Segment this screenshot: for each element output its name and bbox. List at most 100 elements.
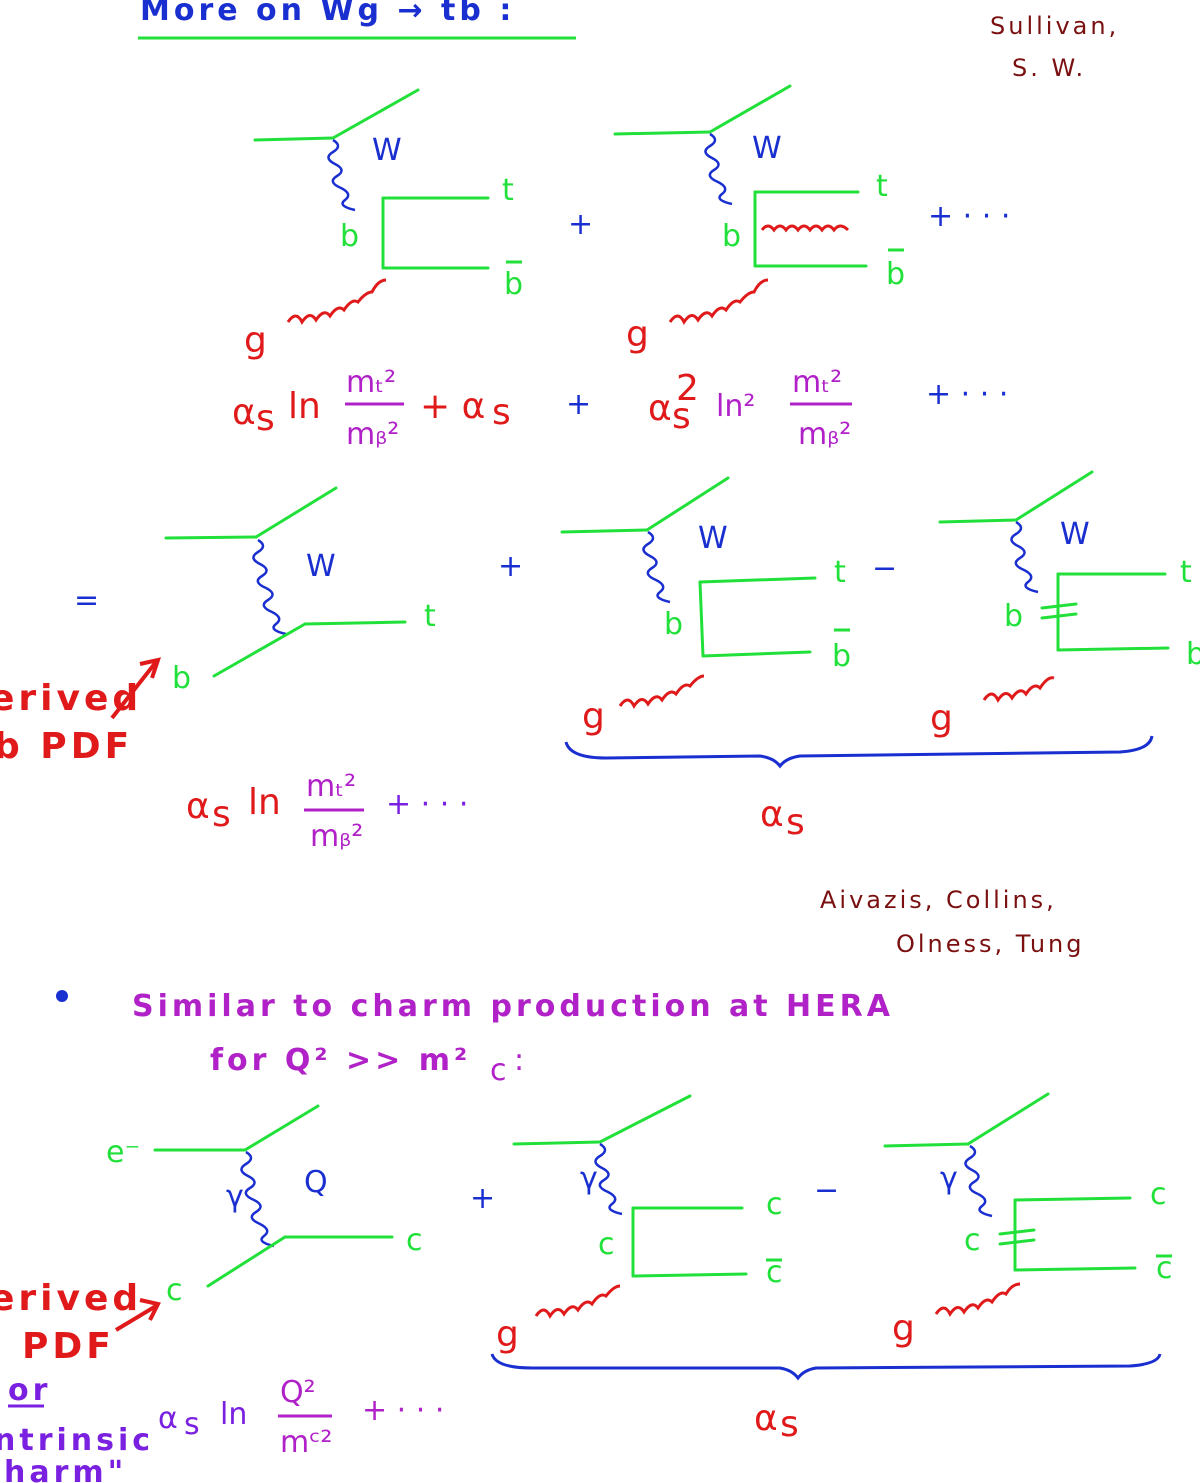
- svg-text:s: s: [780, 1404, 799, 1445]
- side-note-c-line5: harm": [4, 1455, 127, 1483]
- svg-text:g: g: [496, 1314, 519, 1355]
- svg-text:b: b: [172, 661, 191, 696]
- svg-text:g: g: [930, 698, 953, 739]
- svg-text:b: b: [832, 639, 851, 674]
- svg-text:s: s: [492, 392, 511, 433]
- label-g: g: [244, 320, 267, 361]
- svg-text:W: W: [752, 131, 782, 166]
- svg-text:α: α: [648, 388, 672, 429]
- svg-text:mᵦ²: mᵦ²: [798, 417, 851, 452]
- svg-text:g: g: [626, 314, 649, 355]
- diagram-r2-c: W t b b g: [930, 470, 1200, 739]
- svg-text:b: b: [886, 257, 905, 292]
- svg-text:+ · · ·: + · · ·: [362, 1393, 444, 1428]
- svg-text:c: c: [166, 1273, 183, 1308]
- svg-text:t: t: [834, 555, 846, 590]
- svg-text:mₜ²: mₜ²: [346, 365, 396, 400]
- svg-text:t: t: [876, 169, 888, 204]
- bullet-text: Similar to charm production at HERA: [132, 989, 894, 1024]
- svg-text:γ: γ: [226, 1179, 244, 1214]
- svg-text:α: α: [232, 392, 256, 433]
- svg-text:b: b: [664, 607, 683, 642]
- svg-text:α: α: [186, 786, 210, 827]
- svg-text:c: c: [598, 1227, 615, 1262]
- svg-text:W: W: [1060, 517, 1090, 552]
- svg-text:γ: γ: [940, 1161, 958, 1196]
- svg-text:c: c: [766, 1255, 783, 1290]
- svg-text:mᶜ²: mᶜ²: [280, 1425, 332, 1460]
- svg-text:+ α: + α: [420, 386, 485, 427]
- svg-text:mᵦ²: mᵦ²: [310, 819, 363, 854]
- svg-text:+: +: [498, 549, 523, 584]
- label-bbar: b: [504, 267, 523, 302]
- page-title: More on Wg → tb̄ :: [140, 0, 515, 28]
- svg-text:W: W: [306, 549, 336, 584]
- expression-row3: α s ln Q² mᶜ² + · · ·: [158, 1375, 444, 1460]
- svg-text:ln: ln: [248, 782, 281, 823]
- credit-mid-line2: Olness, Tung: [896, 930, 1084, 958]
- svg-text:2: 2: [676, 368, 699, 409]
- svg-text:s: s: [672, 396, 691, 437]
- svg-text:c: c: [766, 1187, 783, 1222]
- diagram-r1-a: W t b b g: [244, 88, 523, 361]
- svg-text:b: b: [1004, 599, 1023, 634]
- svg-text:b: b: [722, 219, 741, 254]
- svg-text:Q²: Q²: [280, 1375, 316, 1410]
- svg-text:ln²: ln²: [716, 389, 755, 424]
- label-t: t: [502, 173, 514, 208]
- diagram-r3-c: γ c c c g: [883, 1092, 1173, 1349]
- expression-row2: α s ln mₜ² mᵦ² + · · ·: [186, 769, 468, 854]
- side-note-c-line3: or: [8, 1373, 51, 1408]
- plus-r1: +: [568, 207, 593, 242]
- svg-text:+: +: [470, 1181, 495, 1216]
- side-note-c-line1: erived: [0, 1278, 142, 1319]
- side-note-c-line4: ntrinsic: [0, 1423, 154, 1458]
- svg-text:g: g: [892, 1308, 915, 1349]
- svg-text:c: c: [1150, 1177, 1167, 1212]
- svg-text::: :: [514, 1043, 524, 1078]
- svg-text:mₜ²: mₜ²: [306, 769, 356, 804]
- credit-top-line1: Sullivan,: [990, 12, 1119, 40]
- svg-text:b: b: [1186, 637, 1200, 672]
- svg-text:s: s: [256, 398, 275, 439]
- svg-text:c: c: [964, 1223, 981, 1258]
- svg-text:mₜ²: mₜ²: [792, 365, 842, 400]
- side-note-b-line2: b PDF: [0, 726, 133, 767]
- svg-text:α: α: [158, 1401, 178, 1436]
- brace-r3: [490, 1353, 1162, 1381]
- bullet-dot: [56, 990, 68, 1002]
- svg-text:+ · · ·: + · · ·: [926, 377, 1008, 412]
- svg-text:Q: Q: [304, 1165, 328, 1200]
- svg-text:c: c: [1156, 1251, 1173, 1286]
- svg-text:s: s: [212, 794, 231, 835]
- svg-text:c: c: [406, 1223, 423, 1258]
- diagram-r2-a: W t b: [164, 486, 436, 696]
- brace-r2: [564, 735, 1154, 769]
- svg-text:e⁻: e⁻: [106, 1135, 140, 1170]
- diagram-r1-b: W t b b g: [613, 84, 905, 355]
- svg-text:c: c: [490, 1053, 507, 1088]
- svg-text:−: −: [814, 1173, 839, 1208]
- svg-text:α: α: [760, 794, 784, 835]
- expression-row1: α s ln mₜ² mᵦ² + α s + α s 2 ln² mₜ² mᵦ²…: [232, 365, 1008, 452]
- svg-text:g: g: [582, 696, 605, 737]
- diagram-r2-b: W t b b g: [560, 476, 851, 737]
- svg-text:+ · · ·: + · · ·: [386, 787, 468, 822]
- svg-text:W: W: [698, 521, 728, 556]
- label-b: b: [340, 219, 359, 254]
- credit-top-line2: S. W.: [1012, 54, 1086, 82]
- side-note-c-line2: PDF: [22, 1326, 115, 1367]
- diagram-r3-b: γ c c c g: [496, 1094, 783, 1355]
- svg-text:t: t: [424, 599, 436, 634]
- label-w: W: [372, 133, 402, 168]
- side-note-b-line1: erived: [0, 678, 142, 719]
- svg-text:+: +: [566, 387, 591, 422]
- equals-sign: =: [74, 583, 99, 618]
- svg-text:s: s: [786, 802, 805, 843]
- svg-text:ln: ln: [220, 1397, 247, 1432]
- svg-text:ln: ln: [288, 386, 321, 427]
- svg-text:s: s: [184, 1407, 200, 1442]
- svg-text:t: t: [1180, 555, 1192, 590]
- dots-r1: + · · ·: [928, 199, 1010, 234]
